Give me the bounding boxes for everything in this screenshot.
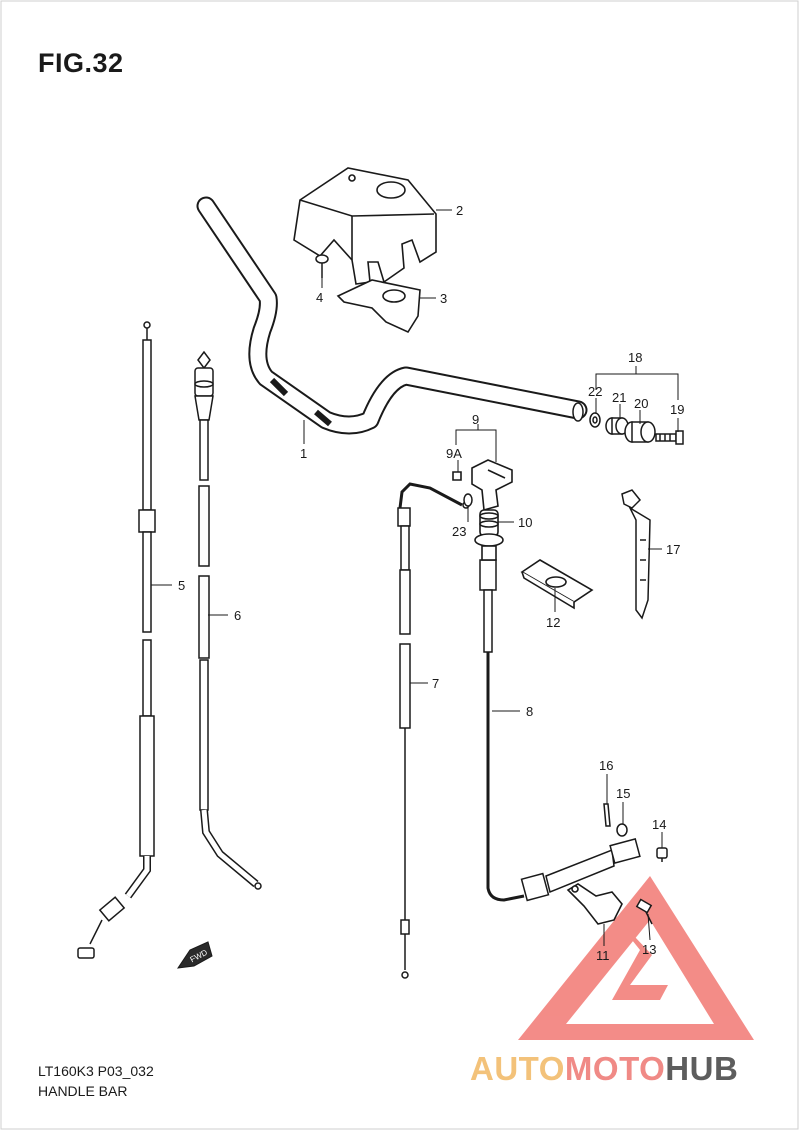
part-11-lever-arm [566,883,623,925]
part-3-mount-bracket [336,279,421,334]
part-5-cable [77,321,156,959]
section-name: HANDLE BAR [38,1083,128,1099]
callout-8: 8 [526,704,533,719]
callout-21: 21 [612,390,626,405]
callout-4: 4 [316,290,323,305]
leader-lines [151,209,679,946]
part-17-cable-tie [621,489,651,620]
part-2-handlebar-cover [293,167,437,285]
part-1-handlebar [196,196,588,435]
callout-9a: 9A [446,446,462,461]
callout-23: 23 [452,524,466,539]
callout-16: 16 [599,758,613,773]
callout-6: 6 [234,608,241,623]
callout-12: 12 [546,615,560,630]
part-15-washer [616,823,628,837]
figure-title: FIG.32 [38,48,124,78]
callout-15: 15 [616,786,630,801]
watermark-triangle-logo [518,876,754,1040]
part-6-cable [194,350,262,890]
callout-14: 14 [652,817,666,832]
part-13-screw [635,898,653,925]
part-4-bolt [315,254,329,278]
model-code: LT160K3 P03_032 [38,1063,154,1079]
part-9-throttle-lever [452,459,513,512]
callout-10: 10 [518,515,532,530]
forward-direction-arrow-icon: FWD [176,941,213,969]
callout-3: 3 [440,291,447,306]
callout-19: 19 [670,402,684,417]
brand-part-auto: AUTO [470,1050,565,1087]
callout-20: 20 [634,396,648,411]
callout-7: 7 [432,676,439,691]
callout-13: 13 [642,942,656,957]
part-20-bar-end-weight [624,421,656,443]
callout-labels: 1 2 3 4 5 6 7 8 9 9A 10 11 12 13 14 15 1… [178,203,684,963]
part-12-plate [520,559,594,610]
callout-18: 18 [628,350,642,365]
brand-part-moto: MOTO [564,1050,666,1087]
part-7-cable [397,482,470,979]
callout-11: 11 [596,948,610,963]
brand-part-hub: HUB [665,1050,739,1087]
part-10-rubber-boot [474,509,504,561]
part-23-washer [463,493,473,507]
part-19-end-bolt [655,430,684,445]
callout-22: 22 [588,384,602,399]
part-14-bolt [656,847,668,862]
callout-2: 2 [456,203,463,218]
watermark-brand-text: AUTOMOTOHUB [470,1050,738,1088]
callout-9: 9 [472,412,479,427]
callout-1: 1 [300,446,307,461]
part-8-throttle-cable [479,559,641,902]
part-16-cotter-pin [603,803,611,827]
part-22-washer [589,412,601,428]
callout-17: 17 [666,542,680,557]
callout-5: 5 [178,578,185,593]
